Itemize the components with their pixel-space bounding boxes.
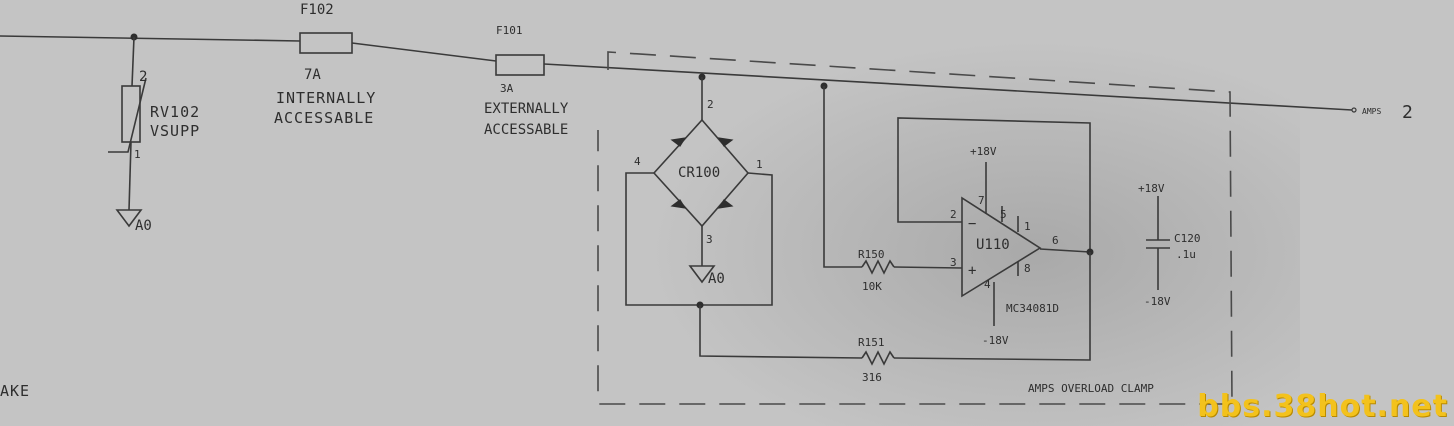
- supply-rail-right: [543, 63, 1353, 111]
- fuse-f102-note-1: INTERNALLY: [276, 89, 376, 107]
- opamp-pin-8: 8: [1024, 262, 1031, 275]
- opamp-pin-vneg: 4: [984, 278, 991, 291]
- fuse-f102: [299, 32, 353, 54]
- opamp-output-wire: [1039, 248, 1091, 253]
- resistor-r150: [861, 259, 895, 275]
- bridge-diode-top-right: [717, 137, 734, 147]
- opamp-plus-sign: +: [968, 263, 976, 279]
- rv102-ref: RV102: [150, 103, 200, 121]
- rv102-ground-label: A0: [135, 218, 152, 234]
- rv102-pin-bottom: 1: [134, 148, 141, 161]
- opamp-pin-inv: 2: [950, 208, 957, 221]
- opamp-vpos-label: +18V: [970, 145, 997, 158]
- supply-rail-mid: [351, 42, 497, 62]
- fuse-f101-rating: 3A: [500, 82, 514, 95]
- bridge-diode-bottom-right: [717, 199, 734, 209]
- cap-vneg-label: -18V: [1144, 295, 1171, 308]
- opamp-pin-5: 5: [1000, 208, 1007, 221]
- opamp-part: MC34081D: [1006, 302, 1059, 315]
- bridge-ref: CR100: [678, 165, 720, 181]
- bridge-pin-left: 4: [634, 155, 641, 168]
- supply-rail-left: [0, 35, 301, 42]
- r151-return-wire: [893, 252, 1091, 361]
- cap-value: .1u: [1176, 248, 1196, 261]
- output-net-label: AMPS: [1362, 107, 1381, 116]
- fuse-f102-rating: 7A: [304, 67, 321, 83]
- opamp-pin-noninv: 3: [950, 256, 957, 269]
- bridge-diode-top-left: [670, 137, 687, 147]
- opamp-u110: [961, 196, 1042, 298]
- fuse-f101: [495, 54, 545, 76]
- cap-ref: C120: [1174, 232, 1201, 245]
- rv102-lead-top: [131, 36, 135, 87]
- edge-text-fragment: AKE: [0, 382, 30, 400]
- opamp-vneg-label: -18V: [982, 334, 1009, 347]
- bridge-pin-bottom: 3: [706, 233, 713, 246]
- r150-to-opamp: [893, 266, 963, 269]
- bridge-pin-right: 1: [756, 158, 763, 171]
- bridge-ground-label: A0: [708, 271, 725, 287]
- fuse-f101-note-1: EXTERNALLY: [484, 101, 569, 117]
- rv102-pin-top: 2: [139, 69, 147, 85]
- fuse-f101-ref: F101: [496, 24, 523, 37]
- opamp-minus-sign: −: [968, 216, 976, 232]
- opamp-pin-vpos: 7: [978, 194, 985, 207]
- cap-vpos-label: +18V: [1138, 182, 1165, 195]
- r151-left-wire: [699, 305, 863, 359]
- r150-feed-wire: [823, 86, 862, 268]
- rv102-name: VSUPP: [150, 122, 200, 140]
- varistor-rv102-slash: [108, 77, 147, 153]
- output-terminal: [1351, 107, 1357, 113]
- ground-symbol-rv102: [115, 209, 143, 228]
- r150-ref: R150: [858, 248, 885, 261]
- opamp-feedback-wire: [897, 117, 1091, 252]
- fuse-f102-ref: F102: [300, 2, 334, 18]
- resistor-r151: [861, 350, 895, 366]
- clamp-block-boundary: [597, 51, 1233, 405]
- r151-ref: R151: [858, 336, 885, 349]
- opamp-pin-out: 6: [1052, 234, 1059, 247]
- bridge-pin-top: 2: [707, 98, 714, 111]
- opamp-ref: U110: [976, 237, 1010, 253]
- output-pin-label: 2: [1402, 102, 1413, 123]
- ground-symbol-bridge: [688, 265, 716, 284]
- opamp-pin-1: 1: [1024, 220, 1031, 233]
- watermark: bbs.38hot.net: [1197, 389, 1448, 424]
- clamp-block-title: AMPS OVERLOAD CLAMP: [1028, 382, 1154, 395]
- bridge-diode-bottom-left: [670, 199, 687, 209]
- rv102-lead-bottom: [128, 141, 132, 211]
- fuse-f101-note-2: ACCESSABLE: [484, 122, 568, 138]
- r151-value: 316: [862, 371, 882, 384]
- fuse-f102-note-2: ACCESSABLE: [274, 109, 374, 127]
- r150-value: 10K: [862, 280, 882, 293]
